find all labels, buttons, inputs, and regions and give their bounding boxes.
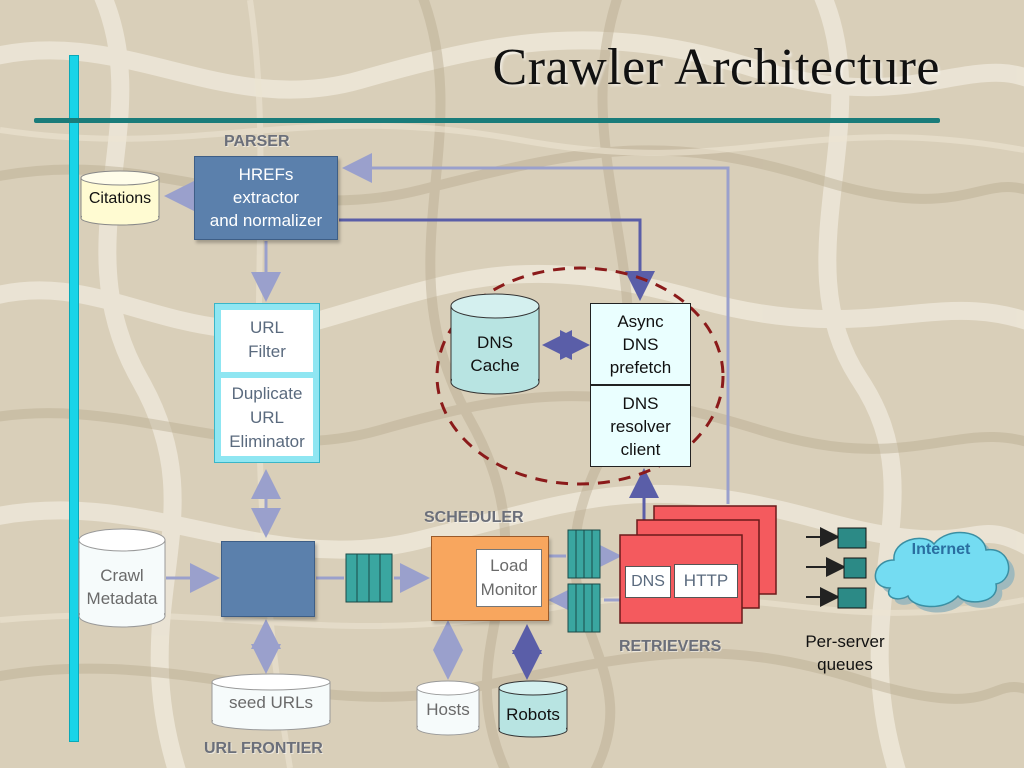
url-filter-line2: Filter (248, 342, 286, 361)
async-line3: prefetch (609, 358, 672, 377)
dns-subsystem-dashed-circle (435, 266, 725, 486)
dup-line1: Duplicate (231, 384, 303, 403)
crawl-metadata-label: Crawl Metadata (79, 564, 165, 610)
duplicate-url-eliminator-box[interactable]: Duplicate URL Eliminator (221, 378, 313, 456)
resolver-line1: DNS (622, 394, 659, 413)
seed-urls-label: seed URLs (228, 693, 314, 712)
internet-cloud-shape (874, 531, 1015, 613)
cyan-vertical-bar (69, 55, 79, 742)
hosts-cylinder-shape (416, 680, 480, 736)
outbound-retriever-queue-shape (567, 529, 601, 579)
robots-cylinder-shape (498, 680, 568, 738)
dns-resolver-client-box[interactable]: DNS resolver client (590, 385, 691, 467)
crawl-meta-line1: Crawl (100, 566, 144, 585)
scheduler-section-label: SCHEDULER (424, 509, 524, 526)
arrow-retrievers-to-hrefs (342, 153, 730, 504)
per-server-line1: Per-server (805, 632, 885, 651)
citations-cylinder-shape (80, 170, 160, 226)
async-line2: DNS (622, 335, 659, 354)
per-server-queues-shape (806, 527, 867, 609)
retriever-http-box[interactable]: HTTP (674, 564, 738, 598)
dup-line2: URL (249, 408, 284, 427)
frontier-queue-shape (345, 553, 393, 603)
teal-horizontal-rule (34, 118, 940, 123)
dns-cache-label: DNS Cache (451, 331, 539, 377)
resolver-line2: resolver (610, 417, 671, 436)
url-filter-box[interactable]: URL Filter (221, 310, 313, 372)
per-server-line2: queues (817, 655, 873, 674)
crawl-metadata-cylinder-shape (78, 528, 166, 628)
robots-label: Robots (506, 705, 560, 724)
citations-label: Citations (88, 190, 152, 207)
url-filter-line1: URL (249, 318, 284, 337)
resolver-line3: client (620, 440, 661, 459)
dns-cache-cylinder-shape (450, 293, 540, 395)
hrefs-label-line1: HREFs (238, 165, 294, 184)
hosts-label: Hosts (426, 700, 470, 719)
async-dns-prefetch-box[interactable]: Async DNS prefetch (590, 303, 691, 385)
return-retriever-queue-shape (567, 583, 601, 633)
hrefs-label-line2: extractor (232, 188, 300, 207)
async-line1: Async (617, 312, 664, 331)
retrievers-section-label: RETRIEVERS (619, 638, 722, 655)
seed-urls-cylinder-shape (211, 673, 331, 731)
dns-cache-line1: DNS (477, 333, 513, 352)
internet-label: Internet (911, 541, 971, 558)
crawl-meta-line2: Metadata (86, 589, 158, 608)
arrow-hrefs-to-async-dns (339, 218, 655, 301)
per-server-queues-label: Per-server queues (790, 630, 900, 676)
load-monitor-line2: Monitor (480, 580, 538, 599)
dup-line3: Eliminator (229, 432, 305, 451)
page-title: Crawler Architecture (492, 39, 940, 96)
url-filter-dedup-group[interactable]: URL Filter Duplicate URL Eliminator (214, 303, 320, 463)
load-monitor-line1: Load (490, 556, 528, 575)
retriever-dns-box[interactable]: DNS (625, 566, 671, 598)
load-monitor-box[interactable]: Load Monitor (476, 549, 542, 607)
dns-cache-line2: Cache (470, 356, 520, 375)
scheduler-box[interactable]: Load Monitor (431, 536, 549, 621)
url-frontier-box[interactable] (221, 541, 315, 617)
parser-section-label: PARSER (224, 133, 290, 150)
hrefs-extractor-box[interactable]: HREFs extractor and normalizer (194, 156, 338, 240)
url-frontier-section-label: URL FRONTIER (204, 740, 323, 757)
hrefs-label-line3: and normalizer (209, 211, 323, 230)
